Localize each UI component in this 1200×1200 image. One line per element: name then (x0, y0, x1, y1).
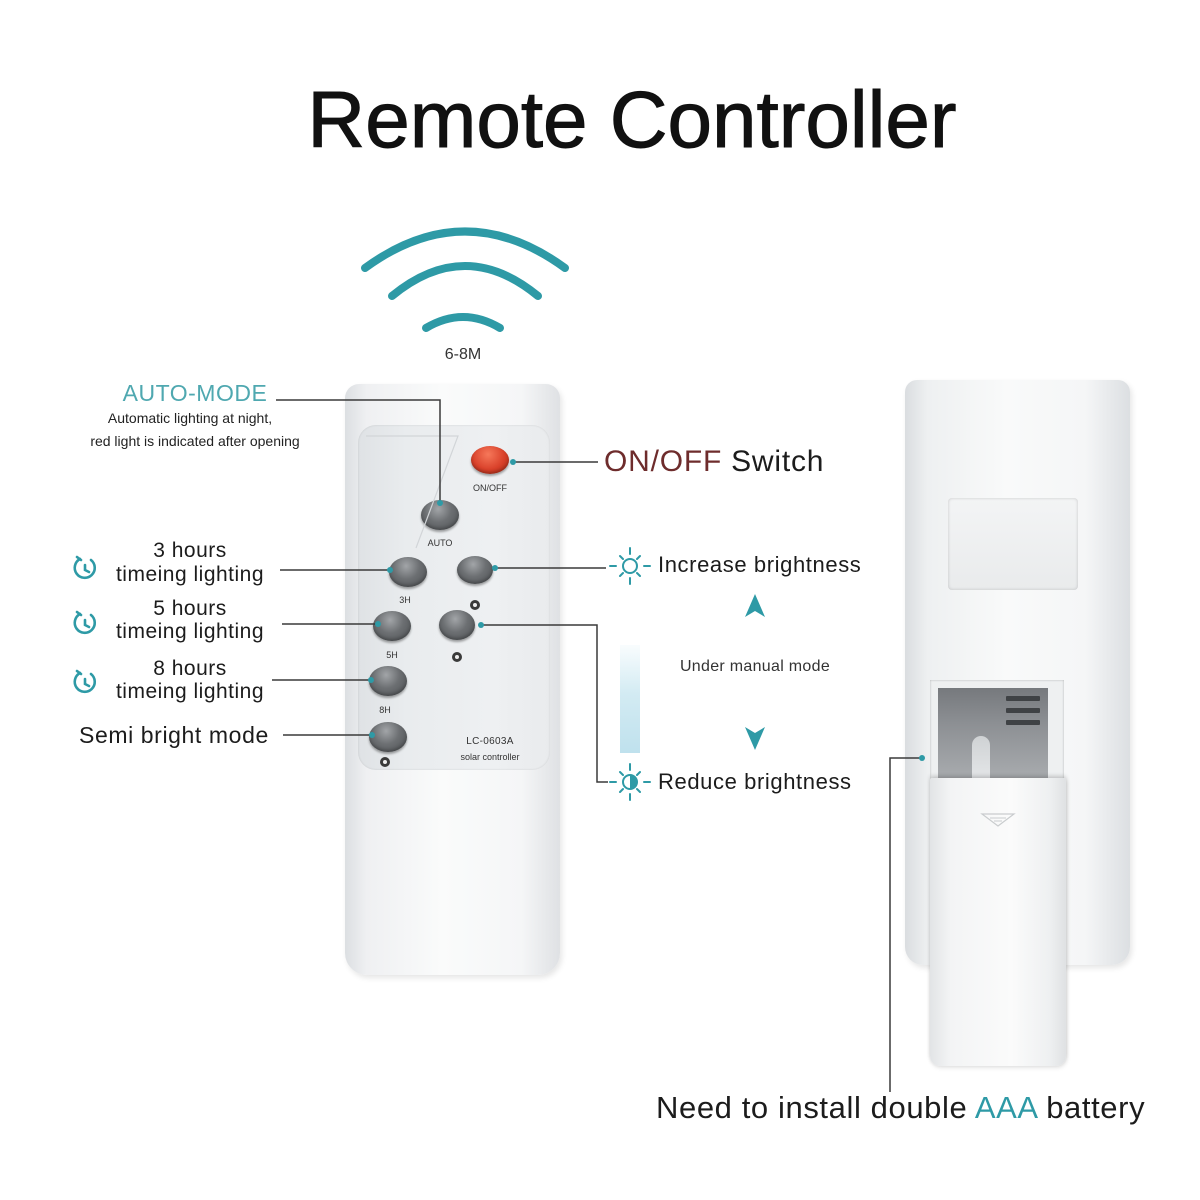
battery-contact (1006, 708, 1040, 713)
semi-bright-callout: Semi bright mode (79, 722, 269, 748)
timer-8h-line1: 8 hours (153, 657, 227, 680)
auto-button-label: AUTO (427, 538, 453, 548)
timer-5h-label: 5H (386, 650, 398, 660)
signal-arc-inner (422, 313, 504, 332)
battery-type-highlight: AAA (974, 1090, 1037, 1125)
sun-icon (609, 547, 651, 585)
button-panel (358, 425, 550, 770)
auto-button (421, 500, 459, 530)
reduce-brightness-button (439, 610, 475, 640)
battery-callout: Need to install double AAA battery (656, 1091, 1145, 1125)
manual-mode-label: Under manual mode (679, 658, 831, 675)
battery-slot (972, 736, 990, 780)
signal-range-label: 6-8M (444, 346, 482, 363)
timer-3h-line2: timeing lighting (115, 563, 265, 586)
battery-text-before: Need to install double (656, 1090, 975, 1125)
remote-back (905, 380, 1130, 1066)
brightness-gradient-bar (620, 645, 640, 753)
auto-mode-desc-line2: red light is indicated after opening (90, 433, 300, 449)
timer-5h-line1: 5 hours (153, 597, 227, 620)
increase-brightness-button (457, 556, 493, 584)
timer-8h-button (369, 666, 407, 696)
timer-icon (73, 610, 96, 635)
wireless-signal-icon (361, 227, 569, 332)
model-number: LC-0603A (466, 736, 514, 747)
timer-5h-button (373, 611, 411, 641)
auto-mode-title: AUTO-MODE (122, 380, 268, 406)
increase-brightness-callout: Increase brightness (658, 552, 862, 577)
reduce-mini-icon (452, 652, 462, 662)
arrow-down-icon (745, 727, 765, 750)
remote-front: ON/OFF AUTO 3H 5H 8H LC-0603A solar cont… (345, 384, 560, 975)
onoff-button-label: ON/OFF (473, 483, 507, 493)
onoff-button (471, 446, 509, 474)
timer-icon (73, 555, 96, 580)
arrow-up-icon (745, 594, 765, 617)
grip-mark-icon (980, 813, 1016, 827)
auto-mode-desc-line1: Automatic lighting at night, (107, 410, 273, 426)
battery-cavity (938, 688, 1048, 780)
timer-icon (73, 669, 96, 694)
battery-contact (1006, 720, 1040, 725)
increase-mini-icon (470, 600, 480, 610)
battery-compartment (930, 680, 1064, 780)
semi-bright-mini-icon (380, 757, 390, 767)
semi-bright-button (369, 722, 407, 752)
timer-5h-line2: timeing lighting (115, 620, 265, 643)
timer-8h-line2: timeing lighting (115, 680, 265, 703)
page-title: Remote Controller (307, 75, 957, 164)
model-subtitle: solar controller (460, 752, 520, 762)
timer-3h-label: 3H (399, 595, 411, 605)
battery-cover (930, 778, 1066, 1066)
timer-3h-button (389, 557, 427, 587)
battery-text-after: battery (1036, 1090, 1146, 1125)
signal-arc-middle (388, 262, 542, 300)
onoff-highlight: ON/OFF (604, 445, 723, 478)
signal-arc-outer (361, 227, 569, 272)
back-label-recess (948, 498, 1078, 590)
battery-contact (1006, 696, 1040, 701)
reduce-brightness-callout: Reduce brightness (658, 769, 852, 794)
dim-sun-icon (609, 763, 651, 801)
timer-8h-label: 8H (379, 705, 391, 715)
timer-3h-line1: 3 hours (153, 539, 227, 562)
onoff-rest: Switch (731, 445, 825, 478)
